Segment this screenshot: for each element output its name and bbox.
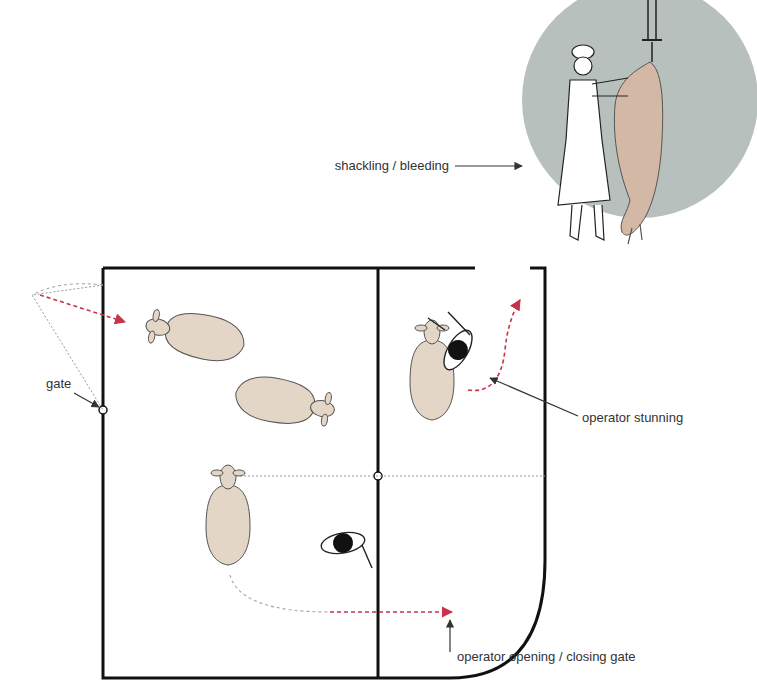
callout-label: operator stunning (582, 410, 683, 426)
callout-label: shackling / bleeding (335, 158, 449, 174)
callout-label: operator opening / closing gate (457, 649, 636, 665)
callout-label: gate (46, 376, 71, 392)
